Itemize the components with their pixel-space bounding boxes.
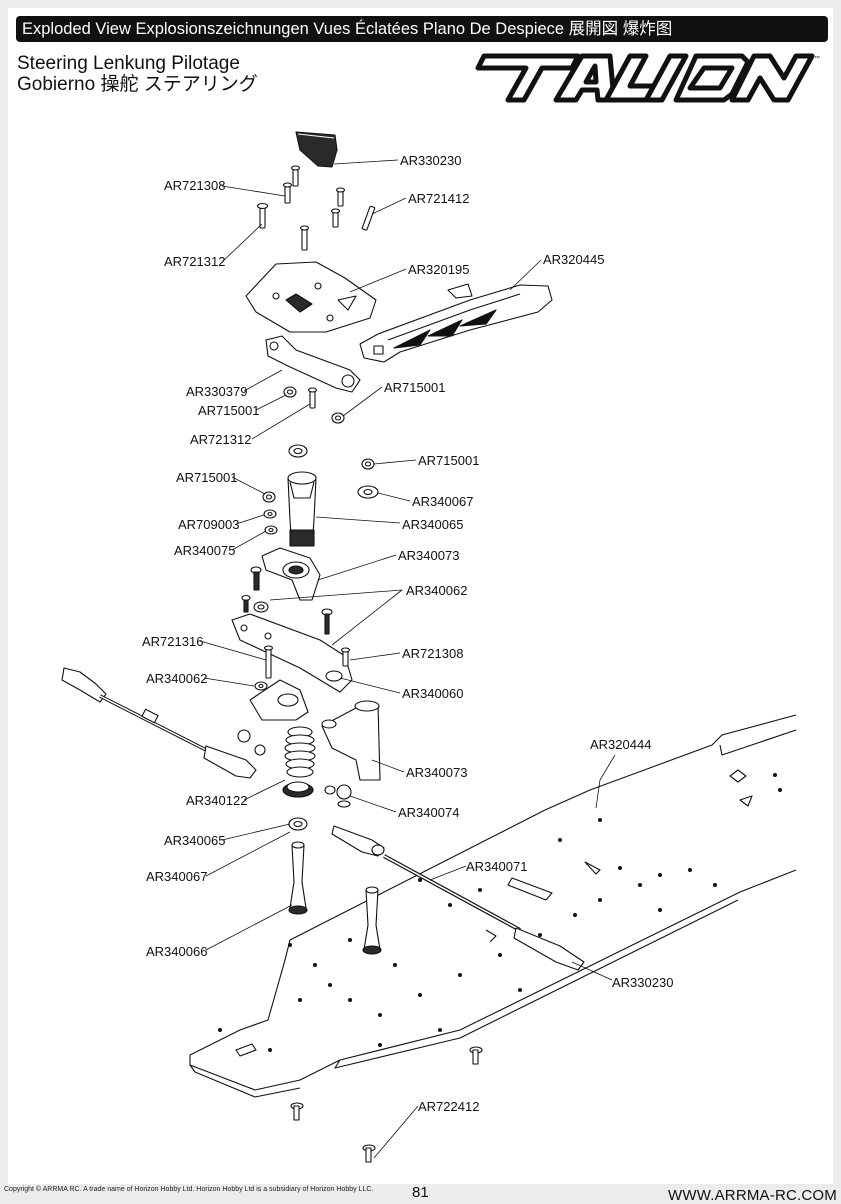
label-ar721312-mid: AR721312 xyxy=(190,432,251,447)
bolts-ar340062 xyxy=(241,566,333,635)
svg-text:™: ™ xyxy=(814,55,820,62)
label-ar715001-a: AR715001 xyxy=(198,403,259,418)
label-ar320445: AR320445 xyxy=(543,252,604,267)
label-ar709003: AR709003 xyxy=(178,517,239,532)
label-ar340065-lower: AR340065 xyxy=(164,833,225,848)
part-ar340071 xyxy=(331,825,585,971)
part-ar340073-upper xyxy=(261,547,321,601)
label-ar340073-lower: AR340073 xyxy=(406,765,467,780)
label-ar340060: AR340060 xyxy=(402,686,463,701)
part-ar330230-top xyxy=(295,131,338,168)
label-ar340074: AR340074 xyxy=(398,805,459,820)
label-ar340062-top: AR340062 xyxy=(406,583,467,598)
part-labels: AR330230 AR721308 AR721412 AR721312 AR32… xyxy=(142,153,673,1114)
label-ar721316: AR721316 xyxy=(142,634,203,649)
part-ar340066 xyxy=(288,841,382,955)
washers xyxy=(253,444,379,831)
part-ar340060 xyxy=(231,613,353,721)
part-ar340122-spring xyxy=(284,726,316,778)
label-ar340071: AR340071 xyxy=(466,859,527,874)
part-ar340073-lower xyxy=(321,700,381,781)
part-ar340074 xyxy=(237,729,352,808)
screws-top xyxy=(256,165,376,251)
part-ar320445 xyxy=(359,283,553,363)
label-ar340066: AR340066 xyxy=(146,944,207,959)
label-ar340075: AR340075 xyxy=(174,543,235,558)
page-title: Exploded View Explosionszeichnungen Vues… xyxy=(22,20,673,38)
part-ar340065-post xyxy=(287,471,317,547)
nuts xyxy=(262,386,375,503)
label-ar721308-mid: AR721308 xyxy=(402,646,463,661)
label-ar340062-mid: AR340062 xyxy=(146,671,207,686)
label-ar340067-lower: AR340067 xyxy=(146,869,207,884)
label-ar330230-bottom: AR330230 xyxy=(612,975,673,990)
label-ar330230-top: AR330230 xyxy=(400,153,461,168)
screws-ar722412 xyxy=(290,1046,483,1163)
talion-logo-letters xyxy=(475,53,815,103)
label-ar340122: AR340122 xyxy=(186,793,247,808)
label-ar721412: AR721412 xyxy=(408,191,469,206)
leader-lines xyxy=(199,159,616,1159)
label-ar722412: AR722412 xyxy=(418,1099,479,1114)
pins xyxy=(263,645,351,679)
label-ar715001-d: AR715001 xyxy=(176,470,237,485)
title-bar: Exploded View Explosionszeichnungen Vues… xyxy=(16,16,828,42)
label-ar320195: AR320195 xyxy=(408,262,469,277)
label-ar320444: AR320444 xyxy=(590,737,651,752)
section-title-line-2: Gobierno 操舵 ステアリング xyxy=(17,74,258,95)
label-ar721308-top: AR721308 xyxy=(164,178,225,193)
label-ar330379: AR330379 xyxy=(186,384,247,399)
label-ar340073-top: AR340073 xyxy=(398,548,459,563)
label-ar340067-top: AR340067 xyxy=(412,494,473,509)
chassis-plate xyxy=(189,714,797,1098)
part-ar320195 xyxy=(245,261,377,333)
label-ar715001-c: AR715001 xyxy=(418,453,479,468)
talion-logo: ™ xyxy=(475,53,820,103)
website-link[interactable]: WWW.ARRMA-RC.COM xyxy=(667,1187,837,1204)
label-ar340065-top: AR340065 xyxy=(402,517,463,532)
page-number: 81 xyxy=(412,1184,429,1201)
label-ar721312-top: AR721312 xyxy=(164,254,225,269)
section-title-line-1: Steering Lenkung Pilotage xyxy=(17,53,240,74)
label-ar715001-b: AR715001 xyxy=(384,380,445,395)
turnbuckle-left xyxy=(61,667,257,779)
copyright-notice: Copyright © ARRMA RC. A trade name of Ho… xyxy=(4,1186,374,1193)
part-ar340065-nut xyxy=(282,781,314,798)
part-ar330379 xyxy=(265,335,361,393)
